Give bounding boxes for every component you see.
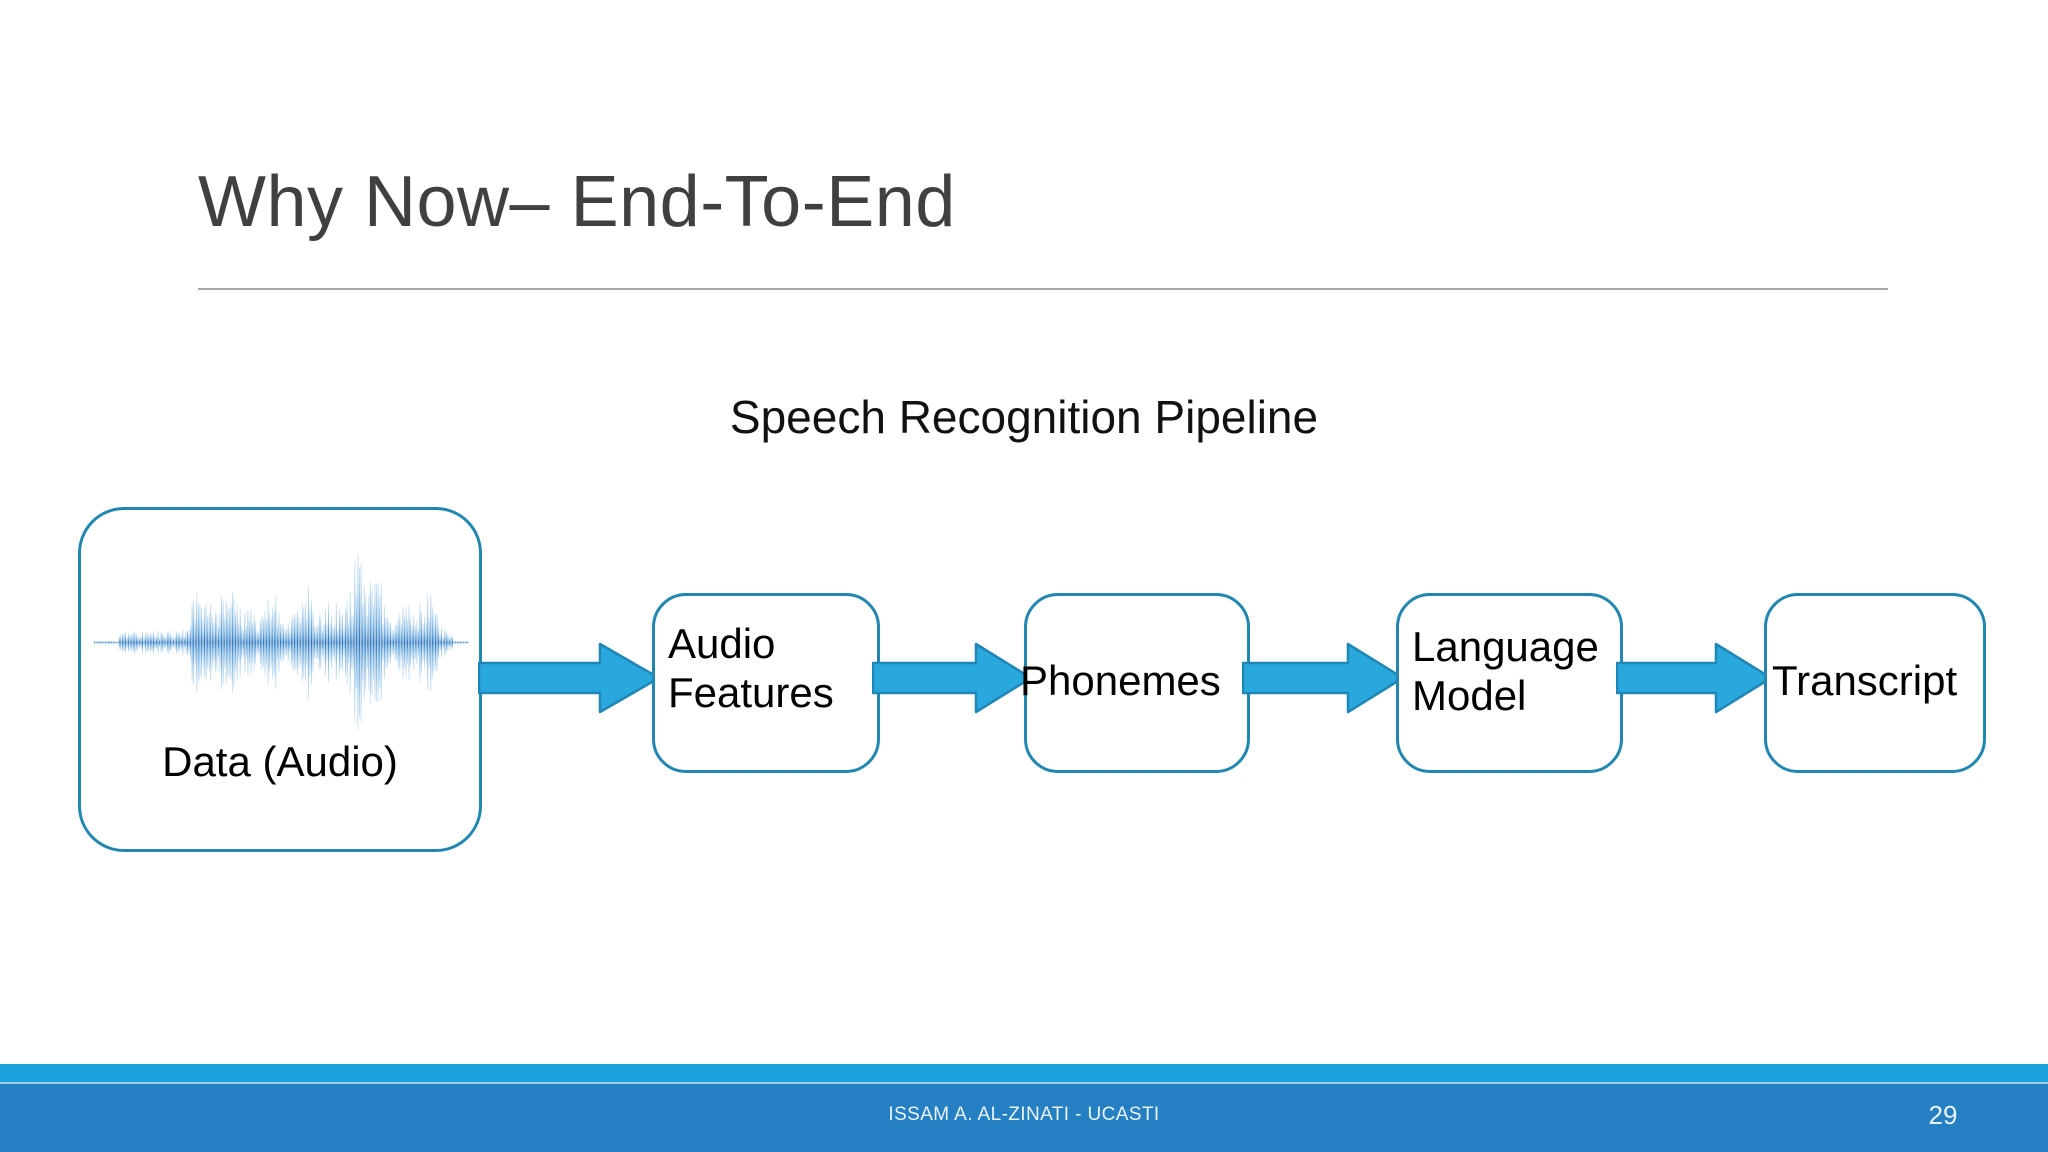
title-divider	[198, 288, 1888, 290]
pipeline-node-phonemes	[1024, 593, 1250, 773]
pipeline-node-transcript	[1764, 593, 1986, 773]
slide-number: 29	[1928, 1100, 1958, 1130]
pipeline-arrow-2	[871, 642, 1033, 714]
speech-recognition-pipeline-diagram: Data (Audio) Audio Features Phonemes	[0, 480, 2048, 860]
pipeline-node-data-audio-label: Data (Audio)	[162, 738, 398, 785]
language-model-line-2: Model	[1412, 671, 1527, 719]
pipeline-node-audio-features	[652, 593, 880, 773]
pipeline-node-audio-features-label: Audio Features	[668, 620, 834, 717]
pipeline-node-transcript-label: Transcript	[1772, 657, 1958, 704]
audio-features-line-1: Audio	[668, 620, 776, 667]
pipeline-arrow-4	[1615, 642, 1773, 714]
diagram-title: Speech Recognition Pipeline	[729, 391, 1319, 443]
pipeline-arrow-1	[477, 642, 661, 714]
pipeline-node-data-audio	[78, 507, 482, 852]
footer-author-text: ISSAM A. AL-ZINATI - UCASTI	[888, 1104, 1160, 1125]
footer-band	[0, 1082, 2048, 1152]
pipeline-node-phonemes-label: Phonemes	[1020, 657, 1221, 704]
pipeline-arrow-3	[1241, 642, 1405, 714]
audio-waveform-icon	[88, 555, 472, 730]
page-title: Why Now– End-To-End	[198, 162, 956, 242]
footer-accent-stripe	[0, 1064, 2048, 1082]
language-model-line-1: Language	[1412, 623, 1599, 670]
pipeline-node-language-model-label: Language Model	[1412, 623, 1599, 720]
audio-features-line-2: Features	[668, 668, 834, 716]
